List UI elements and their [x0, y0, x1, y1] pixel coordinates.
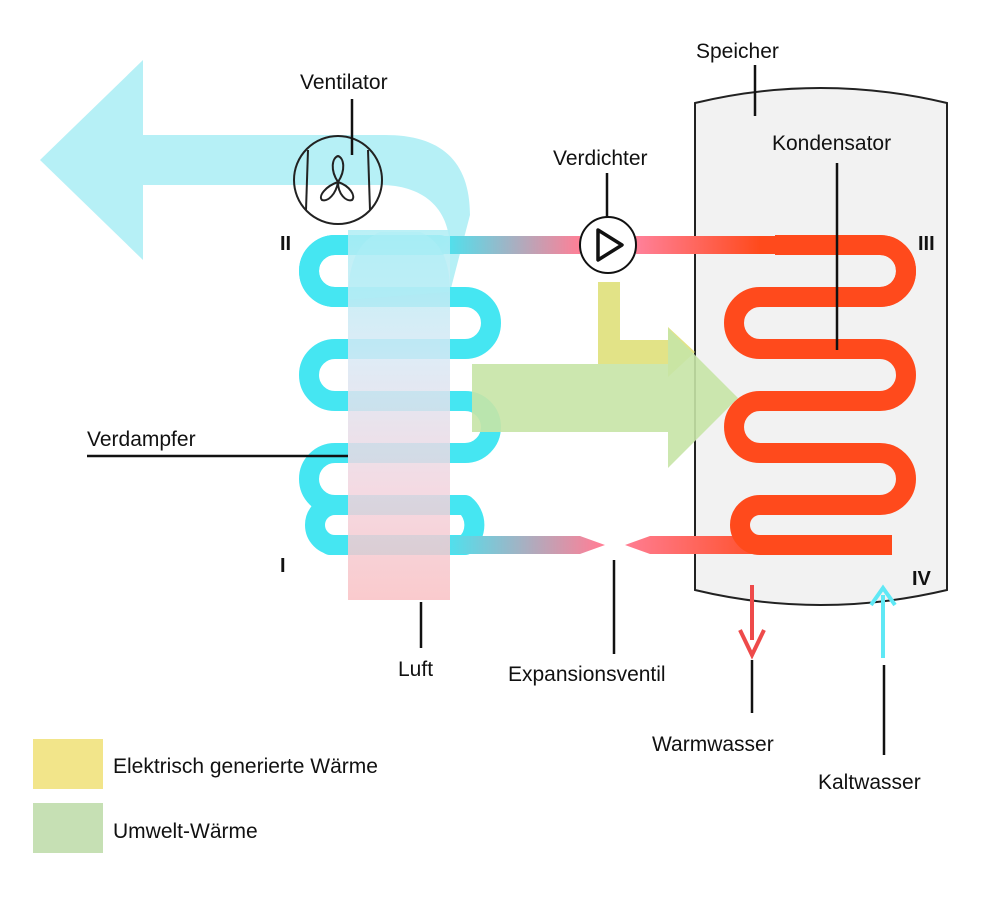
compressor-triangle-icon — [596, 228, 624, 262]
hot-water-arrow — [738, 585, 766, 660]
legend-label-electric: Elektrisch generierte Wärme — [113, 755, 378, 778]
discharge-line — [636, 236, 776, 254]
label-speicher: Speicher — [696, 40, 779, 63]
legend-swatch-ambient — [33, 803, 103, 853]
evaporator-bend-1 — [299, 235, 336, 307]
air-flow — [40, 60, 470, 292]
point-iii: III — [918, 233, 935, 255]
legend: Elektrisch generierte Wärme Umwelt-Wärme — [33, 739, 378, 853]
label-ventilator: Ventilator — [300, 71, 388, 94]
fan — [293, 135, 383, 225]
label-verdichter: Verdichter — [553, 147, 648, 170]
cold-water-arrow — [869, 584, 897, 658]
label-verdampfer: Verdampfer — [87, 428, 196, 451]
label-kaltwasser: Kaltwasser — [818, 771, 921, 794]
compressor-circle — [579, 216, 637, 274]
point-i: I — [280, 555, 286, 577]
liquid-line-left — [440, 536, 605, 554]
fan-circle — [293, 135, 383, 225]
label-luft: Luft — [398, 658, 433, 681]
ambient-heat-arrow — [472, 328, 738, 468]
legend-label-ambient: Umwelt-Wärme — [113, 820, 258, 843]
point-iv: IV — [912, 568, 932, 590]
label-warmwasser: Warmwasser — [652, 733, 774, 756]
fan-blades-icon — [320, 154, 355, 202]
air-column-top — [348, 232, 450, 300]
evaporator-bend-5 — [305, 495, 336, 555]
label-kondensator: Kondensator — [772, 132, 891, 155]
legend-swatch-electric — [33, 739, 103, 789]
leader-lines — [87, 65, 886, 755]
suction-line — [440, 236, 580, 254]
point-ii: II — [280, 233, 291, 255]
compressor — [579, 216, 637, 274]
label-expansionsventil: Expansionsventil — [508, 663, 666, 686]
air-outflow-arrow — [40, 60, 470, 292]
condenser-top-bend — [879, 235, 916, 307]
